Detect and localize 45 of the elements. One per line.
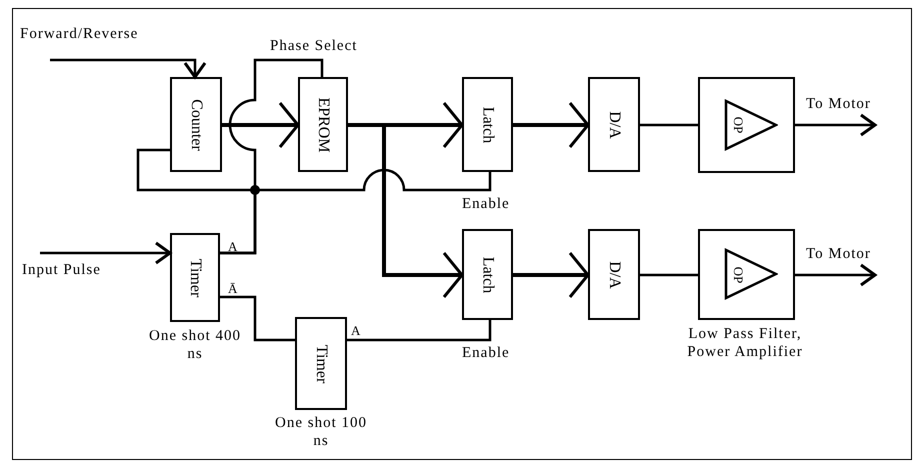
block-caption: Low Pass Filter, Power Amplifier — [686, 325, 804, 361]
block-box — [588, 229, 640, 320]
block-box — [462, 229, 513, 320]
arrow — [40, 242, 172, 264]
connector-line — [640, 274, 698, 276]
block-box — [588, 77, 640, 172]
pin-label: A — [351, 322, 360, 339]
edge-label: Phase Select — [270, 38, 358, 55]
bus-arrow — [222, 102, 300, 148]
block-label: Latch — [478, 256, 496, 293]
connector-line — [640, 124, 698, 126]
block-box — [698, 77, 795, 173]
arrow — [50, 58, 206, 78]
block-box — [170, 77, 222, 172]
block-label: D/A — [605, 110, 623, 138]
block-box — [170, 233, 220, 322]
block-label: Counter — [187, 98, 205, 150]
block-label: OP — [730, 116, 746, 134]
block-box — [698, 229, 795, 320]
bus-arrow — [513, 102, 590, 148]
block-label: D/A — [605, 260, 623, 288]
block-caption: One shot 100 ns — [274, 414, 368, 450]
arrow — [795, 264, 876, 286]
pin-label: A — [228, 238, 238, 255]
block-box — [298, 77, 348, 172]
block-label: Timer — [186, 258, 204, 297]
edge-label: Forward/Reverse — [20, 26, 138, 43]
block-label: Latch — [478, 106, 496, 143]
edge-label: Input Pulse — [22, 262, 101, 279]
edge-label: Enable — [462, 196, 510, 213]
edge-label: To Motor — [806, 246, 871, 263]
block-box — [462, 77, 513, 172]
block-label: Timer — [312, 344, 330, 383]
connector-line — [347, 320, 492, 342]
edge-label: Enable — [462, 345, 510, 362]
block-box — [295, 317, 347, 410]
connector-line — [220, 296, 295, 342]
block-label: EPROM — [314, 96, 332, 152]
pin-label: Ā — [228, 280, 238, 297]
arrow — [795, 114, 876, 136]
bus-arrow — [513, 252, 590, 298]
edge-label: To Motor — [806, 96, 871, 113]
bus-arrow — [348, 123, 464, 298]
block-label: OP — [730, 266, 746, 283]
block-caption: One shot 400 ns — [148, 327, 242, 363]
